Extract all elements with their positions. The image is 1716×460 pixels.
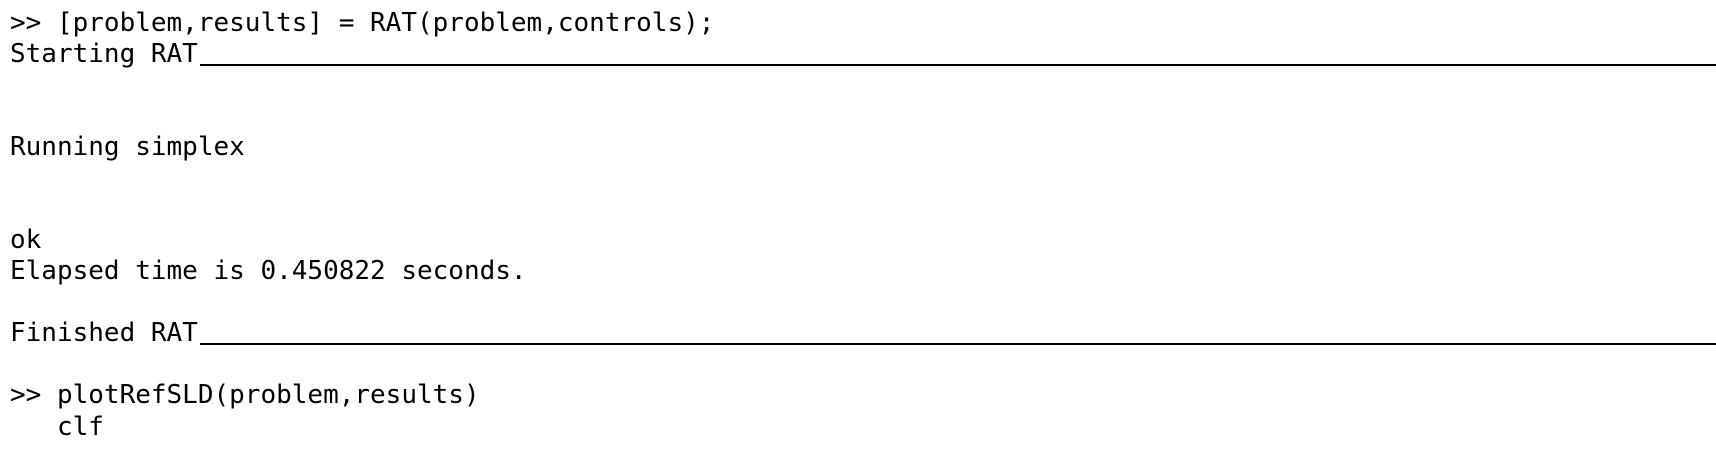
running-simplex-text: Running simplex — [10, 132, 245, 162]
elapsed-time-text: Elapsed time is 0.450822 seconds. — [10, 256, 527, 286]
starting-rat-divider — [200, 64, 1716, 66]
starting-rat-text: Starting RAT — [10, 39, 198, 69]
partial-output-line: clf — [10, 412, 104, 442]
command-line-rat: >> [problem,results] = RAT(problem,contr… — [10, 8, 715, 38]
ok-text: ok — [10, 225, 42, 255]
finished-rat-divider — [200, 343, 1716, 345]
finished-rat-text: Finished RAT — [10, 318, 198, 348]
command-line-plot: >> plotRefSLD(problem,results) — [10, 380, 480, 410]
